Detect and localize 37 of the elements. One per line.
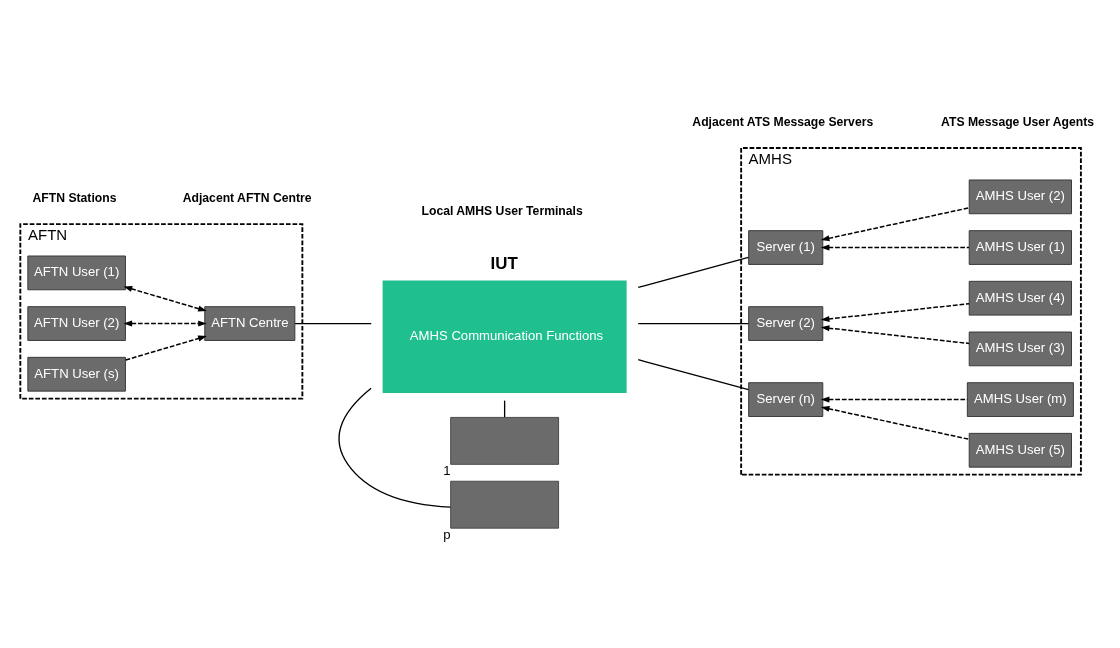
node-label: p bbox=[443, 526, 451, 542]
node-label: 1 bbox=[443, 462, 451, 478]
arrow bbox=[820, 206, 970, 241]
arrow bbox=[123, 320, 207, 327]
node-box: AFTN User (2) bbox=[27, 305, 126, 341]
connector bbox=[637, 358, 750, 390]
node-box: Server (2) bbox=[748, 305, 824, 341]
node-box: AMHS User (5) bbox=[968, 432, 1072, 468]
connector bbox=[294, 322, 372, 324]
node-box: AFTN Centre bbox=[204, 305, 296, 341]
connector bbox=[637, 322, 750, 324]
connector bbox=[637, 256, 750, 288]
node-box: AFTN User (1) bbox=[27, 255, 126, 290]
node-box bbox=[450, 480, 560, 529]
node-box: AMHS Communication Functions bbox=[382, 279, 627, 393]
label: Adjacent ATS Message Servers bbox=[692, 114, 874, 129]
node-box: AMHS User (2) bbox=[968, 179, 1072, 214]
label: Adjacent AFTN Centre bbox=[182, 190, 312, 205]
arrow bbox=[820, 302, 970, 322]
arrow bbox=[820, 324, 970, 344]
node-box: AMHS User (m) bbox=[966, 381, 1074, 417]
node-box: AMHS User (4) bbox=[968, 280, 1072, 316]
node-box: AMHS User (3) bbox=[968, 331, 1072, 366]
node-label: IUT bbox=[490, 253, 518, 273]
node-box bbox=[450, 416, 560, 465]
arrow bbox=[820, 244, 970, 251]
connector bbox=[338, 387, 452, 508]
arrow bbox=[123, 285, 207, 312]
label: ATS Message User Agents bbox=[941, 114, 1095, 129]
arrow bbox=[125, 335, 207, 361]
node-box: Server (1) bbox=[748, 229, 824, 265]
node-box: AMHS User (1) bbox=[968, 229, 1072, 265]
arrow bbox=[820, 405, 970, 440]
node-box: Server (n) bbox=[748, 381, 824, 417]
node-box: AFTN User (s) bbox=[27, 356, 126, 392]
label: Local AMHS User Terminals bbox=[421, 203, 583, 218]
label: AFTN Stations bbox=[32, 190, 117, 205]
